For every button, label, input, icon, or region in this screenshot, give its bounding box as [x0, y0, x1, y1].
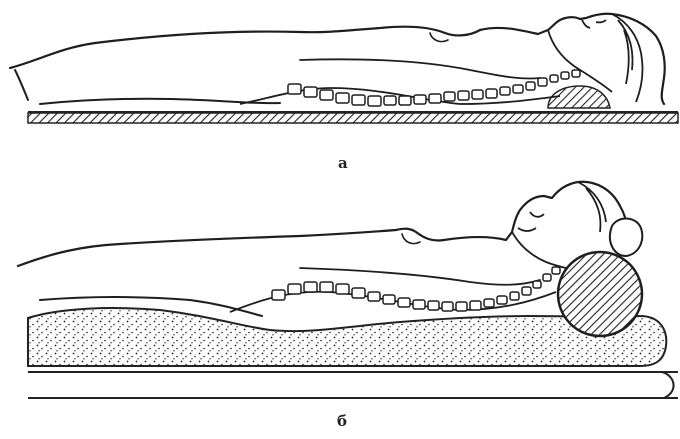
body-outline-b: [18, 182, 627, 266]
panel-a-caption: а: [338, 154, 348, 172]
panel-b-soft-mattress: [18, 182, 678, 398]
hair-bun-b: [610, 219, 642, 257]
panel-b-caption: б: [337, 412, 347, 430]
round-pillow-b: [558, 252, 642, 336]
panel-a-hard-surface: [10, 14, 678, 123]
hard-board: [28, 113, 678, 123]
